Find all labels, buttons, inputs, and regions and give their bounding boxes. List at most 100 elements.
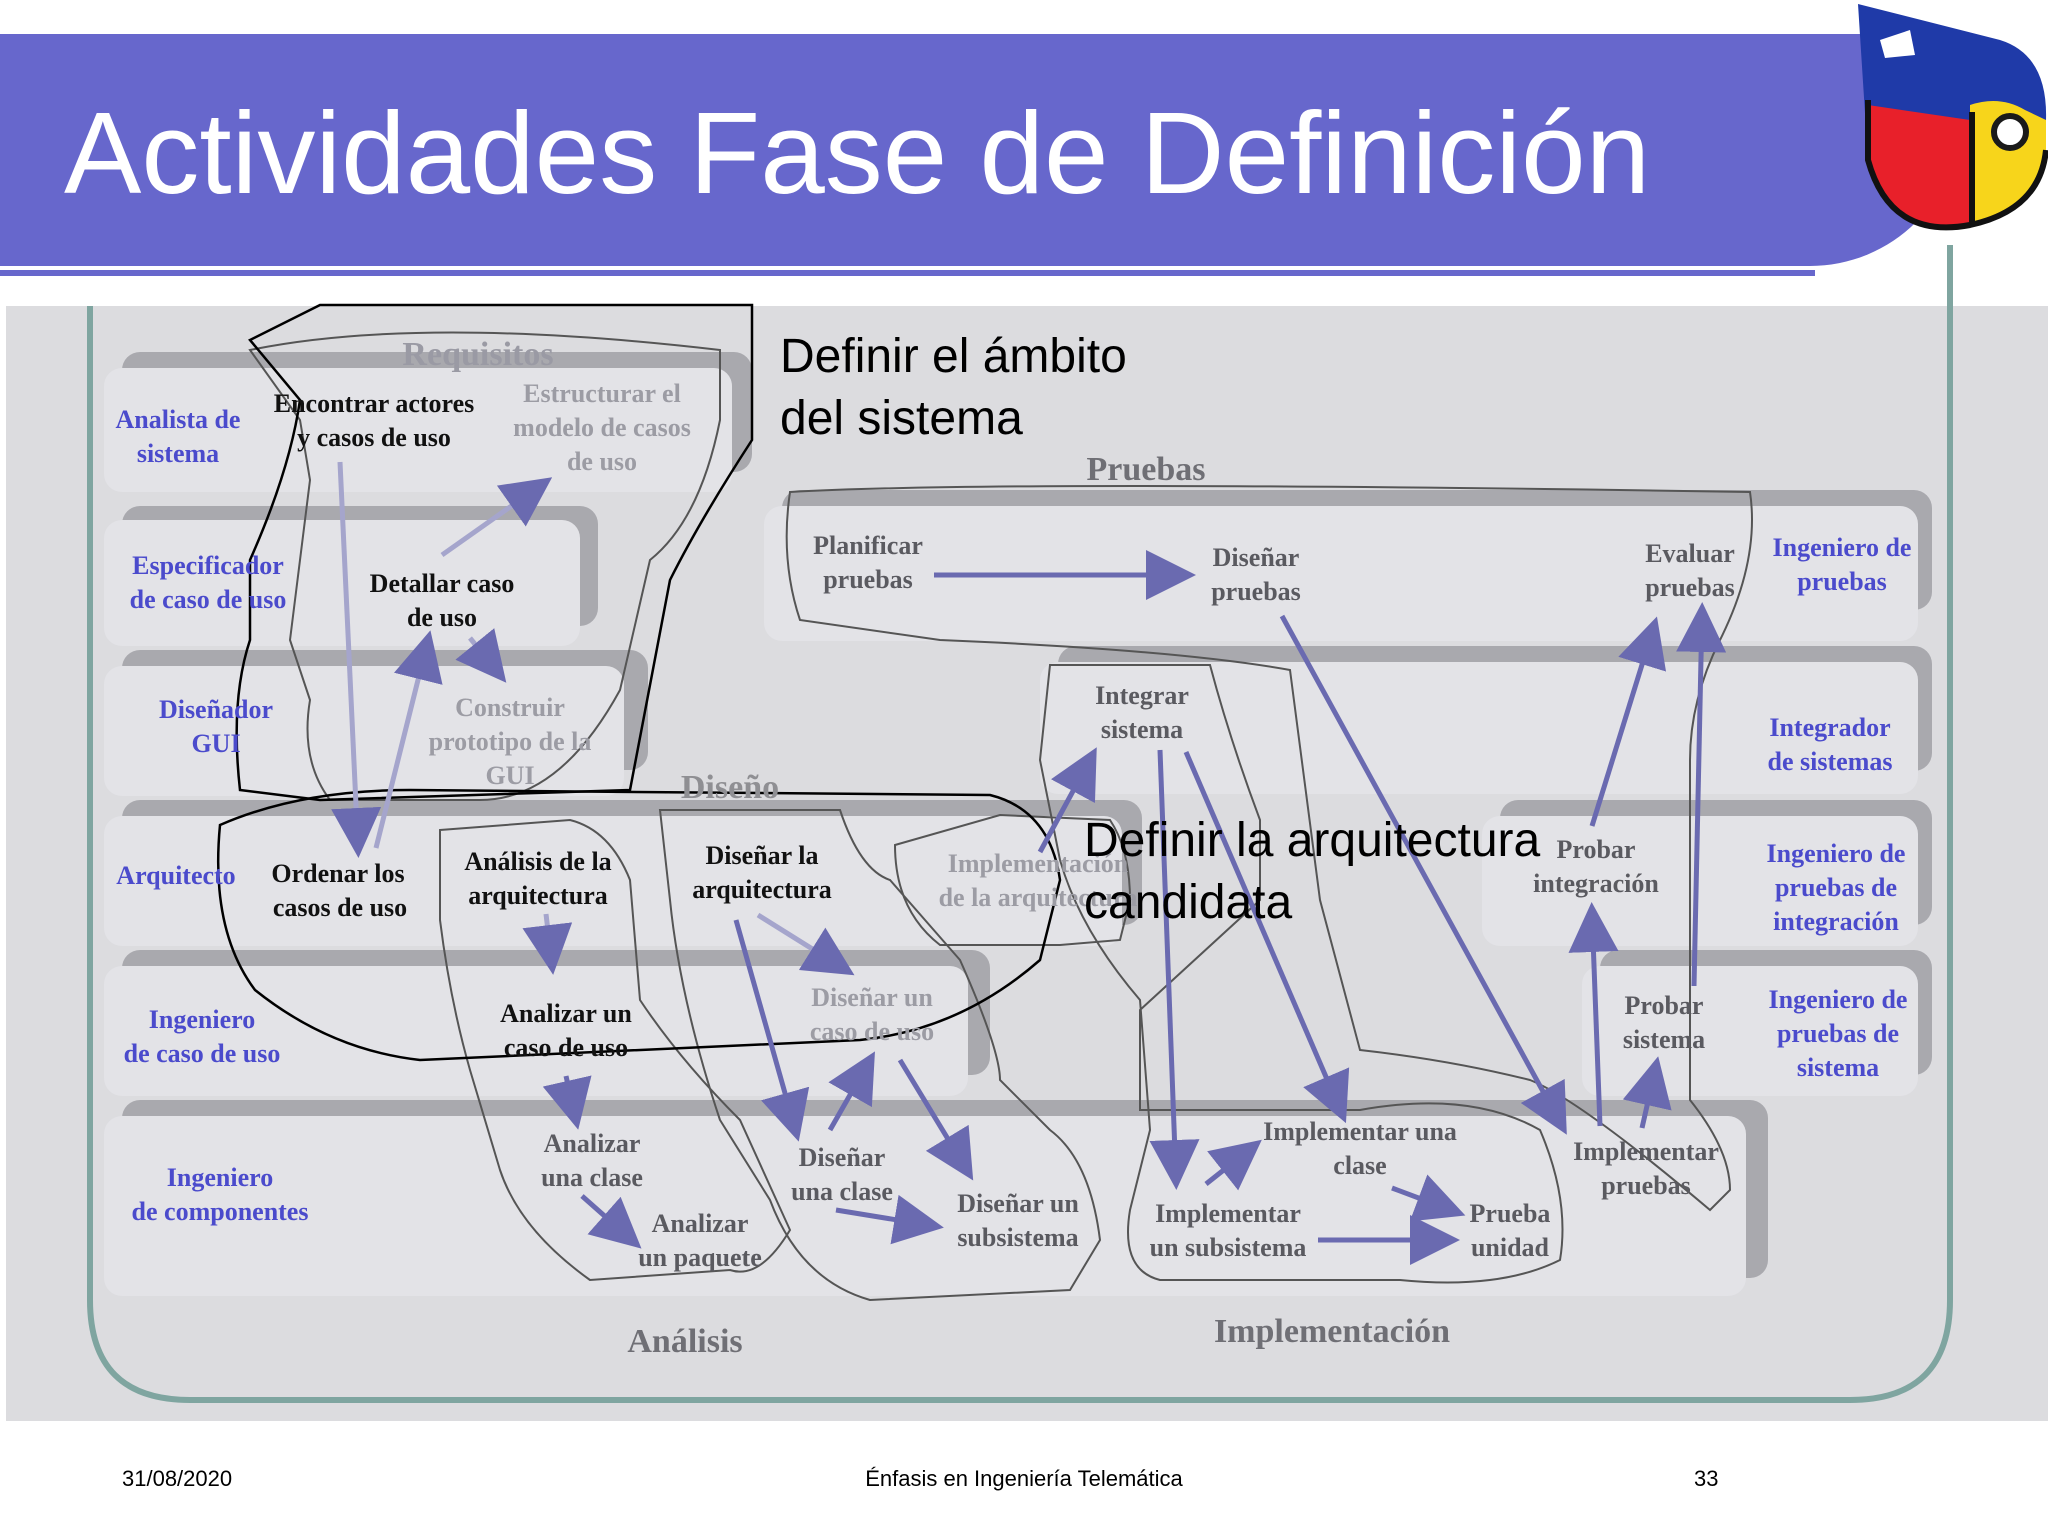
footer-course: Énfasis en Ingeniería Telemática (865, 1466, 1183, 1491)
act-analizar-caso-2: caso de uso (504, 1033, 628, 1062)
act-detallar-1: Detallar caso (370, 569, 515, 598)
act-ordenar-1: Ordenar los (271, 859, 404, 888)
workflow-label-requisitos: Requisitos (402, 336, 553, 373)
arrow-clase-disenar-caso (827, 1051, 875, 1132)
act-disenar-clase-2: una clase (791, 1177, 893, 1206)
role-integrador-2: de sistemas (1768, 747, 1893, 776)
callout-scope-line1: Definir el ámbito (780, 330, 1127, 383)
act-integrar-1: Integrar (1095, 681, 1189, 710)
act-encontrar-2: y casos de uso (297, 423, 451, 452)
workflow-label-analisis: Análisis (627, 1323, 742, 1360)
act-disenar-clase-1: Diseñar (799, 1143, 886, 1172)
arrow-integrar-impl-subsistema (1149, 749, 1200, 1190)
role-ing-sistema-2: pruebas de (1777, 1019, 1899, 1048)
arrow-analisis-arq-caso (522, 913, 573, 975)
outer-frame (87, 245, 1953, 1403)
workflow-label-implementacion: Implementación (1214, 1313, 1450, 1350)
act-analizar-clase-2: una clase (541, 1163, 643, 1192)
act-disenar-arq-1: Diseñar la (706, 841, 819, 870)
act-planificar-1: Planificar (813, 531, 923, 560)
arrow-sistema-evaluar (1676, 602, 1727, 987)
act-probar-sistema-1: Probar (1625, 991, 1704, 1020)
act-prueba-unidad-2: unidad (1471, 1233, 1550, 1262)
act-disenar-subsistema-2: subsistema (957, 1223, 1078, 1252)
role-ing-sistema-1: Ingeniero de (1769, 985, 1908, 1014)
act-probar-integracion-1: Probar (1557, 835, 1636, 864)
act-analizar-caso-1: Analizar un (500, 999, 632, 1028)
act-implementar-pruebas-2: pruebas (1601, 1171, 1691, 1200)
role-ing-integracion-2: pruebas de (1775, 873, 1897, 902)
workflow-outlines (248, 331, 1753, 1302)
act-probar-sistema-2: sistema (1623, 1025, 1705, 1054)
slide-title: Actividades Fase de Definición (64, 88, 1651, 218)
role-disenador-gui-1: Diseñador (159, 695, 273, 724)
role-analista-2: sistema (137, 439, 219, 468)
pruebas-outline (785, 485, 1753, 1212)
act-disenar-pruebas-2: pruebas (1211, 577, 1301, 606)
act-analizar-paquete-2: un paquete (638, 1243, 762, 1272)
act-disenar-subsistema-1: Diseñar un (957, 1189, 1079, 1218)
diseno-outline (658, 809, 1102, 1302)
callout-arch-line2: candidata (1084, 876, 1292, 929)
act-encontrar-1: Encontrar actores (274, 389, 475, 418)
act-ordenar-2: casos de uso (273, 893, 407, 922)
role-especificador-1: Especificador (132, 551, 284, 580)
act-construir-gui-1: Construir (455, 693, 565, 722)
act-disenar-caso-1: Diseñar un (811, 983, 933, 1012)
act-estructurar-1: Estructurar el (523, 379, 681, 408)
callout-scope-line2: del sistema (780, 392, 1023, 445)
footer-date: 31/08/2020 (122, 1466, 233, 1491)
act-analizar-clase-1: Analizar (544, 1129, 641, 1158)
impl-arq-outline (893, 813, 1132, 946)
act-impl-arq-1: Implementación (948, 849, 1129, 878)
role-integrador-1: Integrador (1769, 713, 1890, 742)
act-implementar-clase-2: clase (1333, 1151, 1386, 1180)
act-probar-integracion-2: integración (1533, 869, 1659, 898)
role-analista-1: Analista de (116, 405, 241, 434)
act-disenar-pruebas-1: Diseñar (1213, 543, 1300, 572)
act-disenar-caso-2: caso de uso (810, 1017, 934, 1046)
arrow-integrar-impl-clase (1183, 751, 1350, 1124)
act-analisis-arq-1: Análisis de la (464, 847, 611, 876)
university-logo (1858, 4, 2048, 231)
arrow-arq-disenar-clase (733, 919, 810, 1142)
requisitos-outline (248, 331, 721, 801)
act-analizar-paquete-1: Analizar (652, 1209, 749, 1238)
role-ing-pruebas-2: pruebas (1797, 567, 1887, 596)
arrow-disenar-arq-caso (756, 912, 855, 976)
arrow-impl-arq-integrar (1037, 747, 1097, 854)
arrow-impl-pruebas-sistema (1622, 1056, 1672, 1129)
act-implementar-pruebas-1: Implementar (1573, 1137, 1719, 1166)
act-analisis-arq-2: arquitectura (468, 881, 608, 910)
title-bar (0, 34, 1960, 266)
act-prueba-unidad-1: Prueba (1470, 1199, 1551, 1228)
act-detallar-2: de uso (407, 603, 477, 632)
scope-callout-outline (235, 303, 754, 802)
arrow-caso-clase (542, 1075, 592, 1130)
arrow-integracion-evaluar (1589, 616, 1667, 827)
arrow-clase-unidad (1391, 1174, 1466, 1222)
act-implementar-subsistema-2: un subsistema (1150, 1233, 1307, 1262)
act-estructurar-2: modelo de casos (513, 413, 691, 442)
act-evaluar-2: pruebas (1645, 573, 1735, 602)
arrows (331, 461, 1727, 1265)
role-ing-integracion-3: integración (1773, 907, 1899, 936)
activities-highlighted: Encontrar actores y casos de uso Detalla… (271, 389, 831, 1062)
workflow-label-pruebas: Pruebas (1087, 451, 1206, 488)
arrow-detallar-gui (455, 628, 507, 683)
act-estructurar-3: de uso (567, 447, 637, 476)
act-implementar-clase-1: Implementar una (1263, 1117, 1457, 1146)
arrow-clase-paquete (580, 1194, 642, 1249)
arrow-disenar-caso-subsistema (897, 1058, 974, 1181)
swimlanes (104, 352, 1932, 1296)
role-ing-integracion-1: Ingeniero de (1767, 839, 1906, 868)
arrow-ordenar-detallar (373, 630, 443, 849)
act-disenar-arq-2: arquitectura (692, 875, 832, 904)
role-ing-caso-uso-1: Ingeniero (149, 1005, 255, 1034)
role-disenador-gui-2: GUI (191, 729, 240, 758)
role-ing-caso-uso-2: de caso de uso (124, 1039, 281, 1068)
footer-page-number: 33 (1694, 1466, 1719, 1491)
act-implementar-subsistema-1: Implementar (1155, 1199, 1301, 1228)
act-planificar-2: pruebas (823, 565, 913, 594)
